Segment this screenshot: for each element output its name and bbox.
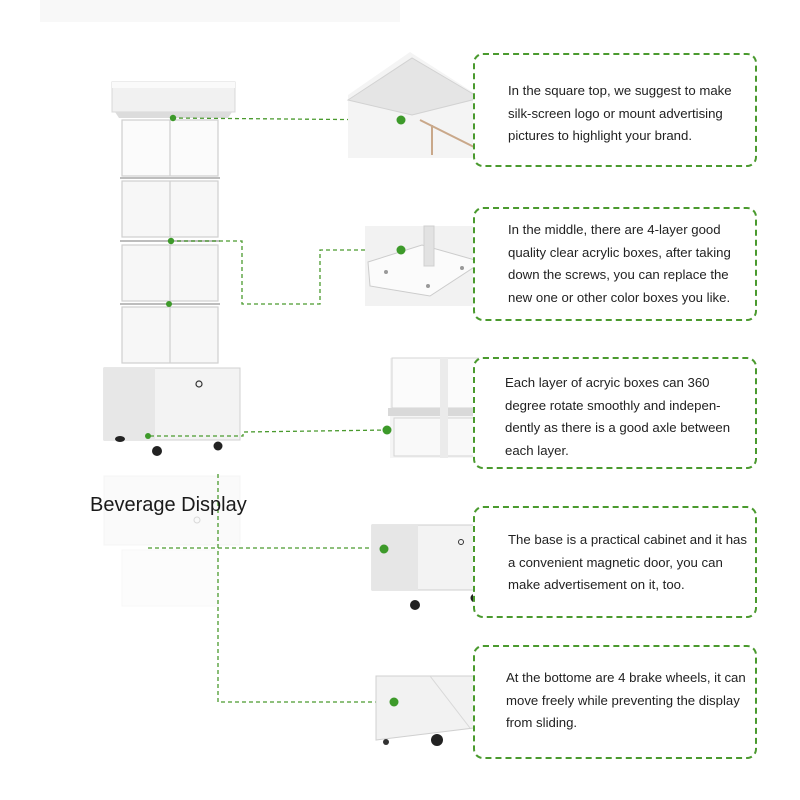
wheels <box>115 436 223 456</box>
thumb-middle-screws <box>365 225 484 306</box>
callout-axle-text: Each layer of acryic boxes can 360 degre… <box>505 375 731 458</box>
callout-wheels-text: At the bottome are 4 brake wheels, it ca… <box>506 670 746 730</box>
callout-middle: In the middle, there are 4-layer good qu… <box>473 207 757 321</box>
callout-base-text: The base is a practical cabinet and it h… <box>508 532 747 592</box>
callout-middle-text: In the middle, there are 4-layer good qu… <box>508 222 731 305</box>
product-label: Beverage Display <box>90 494 247 516</box>
callout-top-text: In the square top, we suggest to make si… <box>508 83 732 143</box>
callout-axle: Each layer of acryic boxes can 360 degre… <box>473 357 757 469</box>
reflection <box>103 475 241 607</box>
acrylic-boxes <box>121 119 219 364</box>
display-top <box>111 81 236 118</box>
connector-dots <box>145 114 177 439</box>
thumb-wheels <box>375 675 499 746</box>
base-cabinet <box>103 367 241 441</box>
thumb-top-corner <box>346 52 485 158</box>
callout-base: The base is a practical cabinet and it h… <box>473 506 757 618</box>
callout-wheels: At the bottome are 4 brake wheels, it ca… <box>473 645 757 759</box>
callout-top: In the square top, we suggest to make si… <box>473 53 757 167</box>
thumb-base-cabinet <box>371 524 491 610</box>
